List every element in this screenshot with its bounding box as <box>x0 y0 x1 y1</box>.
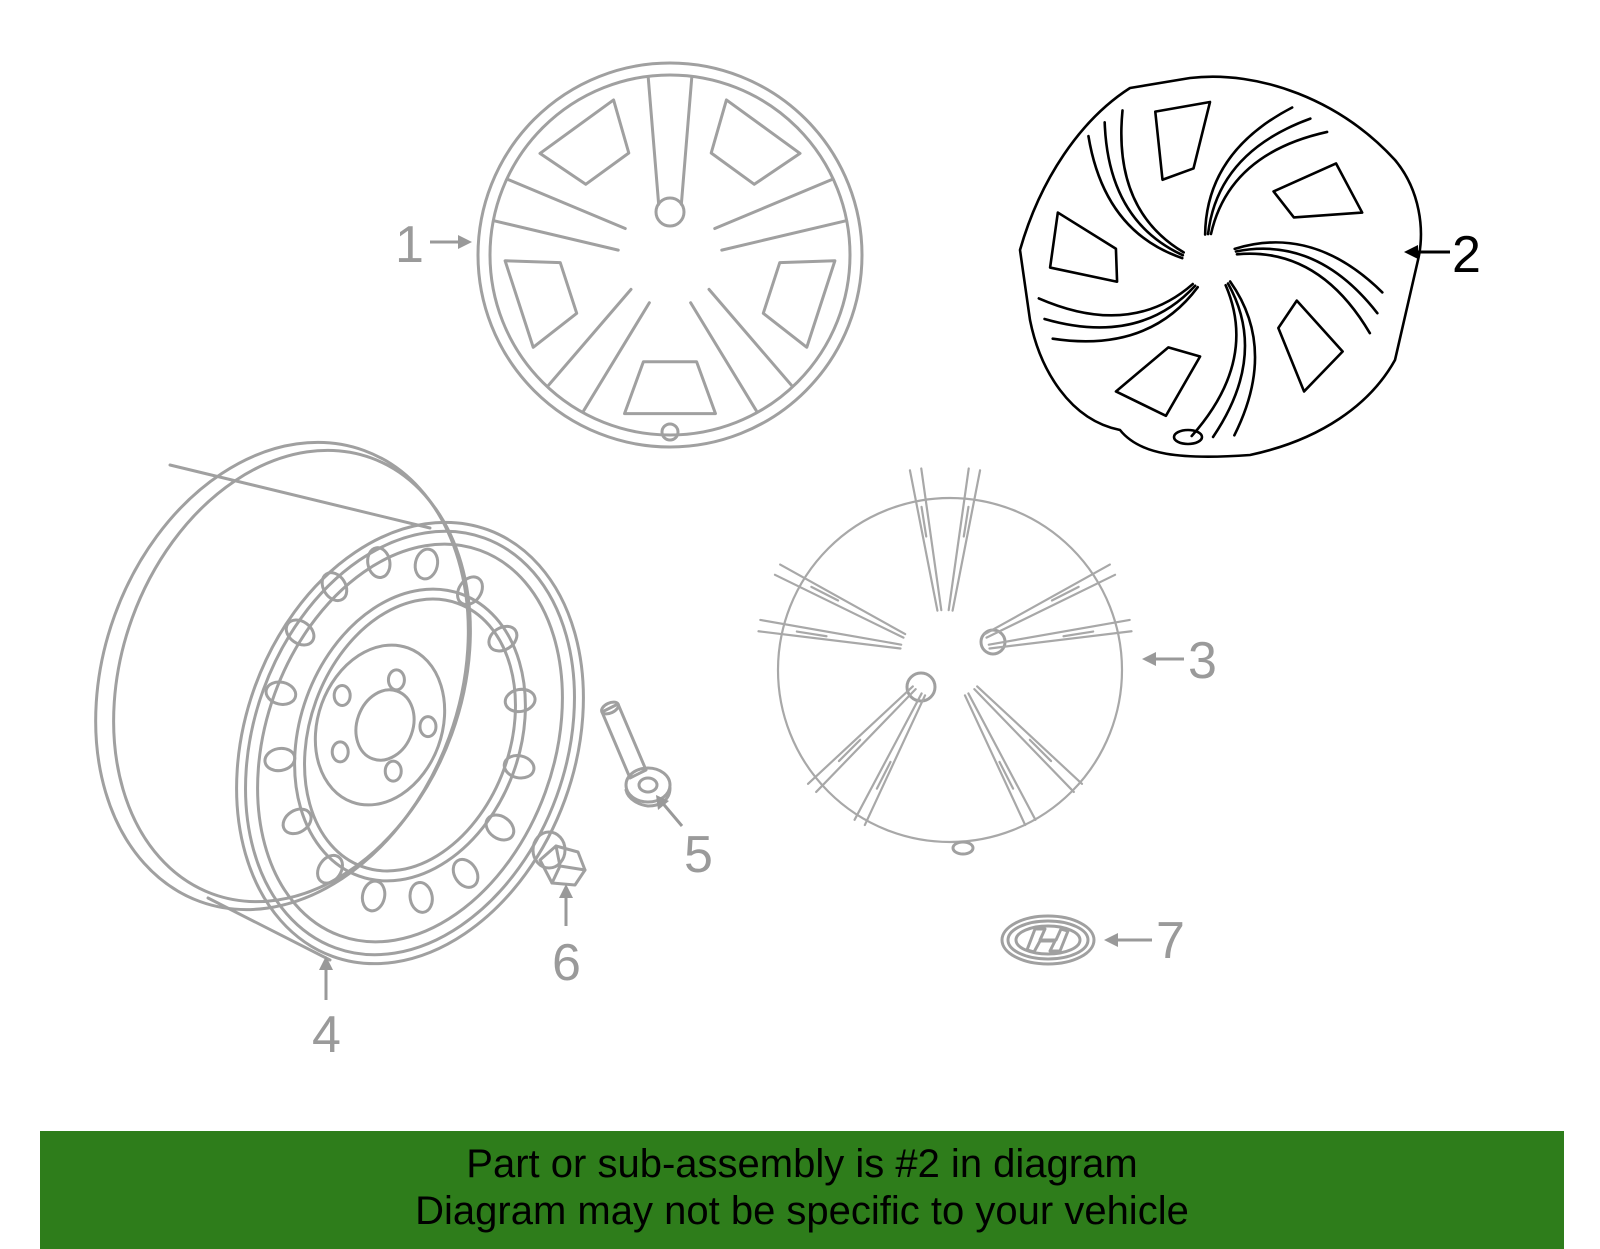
part-2-alloy-wheel[interactable] <box>1018 75 1423 459</box>
leader-arrows <box>319 235 1450 1000</box>
callout-7: 7 <box>1156 912 1185 970</box>
part-4-steel-wheel[interactable] <box>33 390 643 1013</box>
parts-diagram: 1 2 3 4 5 6 7 <box>33 61 1481 1064</box>
callout-2: 2 <box>1452 226 1481 284</box>
part-1-alloy-wheel[interactable] <box>476 61 864 449</box>
callout-5: 5 <box>684 826 713 884</box>
callout-4: 4 <box>312 1006 341 1064</box>
callout-3: 3 <box>1188 632 1217 690</box>
part-6-lug-nut[interactable] <box>531 830 587 887</box>
callout-6: 6 <box>552 934 581 992</box>
banner-line-2: Diagram may not be specific to your vehi… <box>415 1189 1189 1233</box>
part-3-alloy-wheel[interactable] <box>757 467 1133 856</box>
part-5-lug-bolt[interactable] <box>600 700 672 808</box>
banner-line-1: Part or sub-assembly is #2 in diagram <box>466 1142 1138 1186</box>
info-banner: Part or sub-assembly is #2 in diagram Di… <box>40 1131 1564 1249</box>
callout-1: 1 <box>395 216 424 274</box>
part-7-emblem[interactable] <box>1000 914 1096 966</box>
